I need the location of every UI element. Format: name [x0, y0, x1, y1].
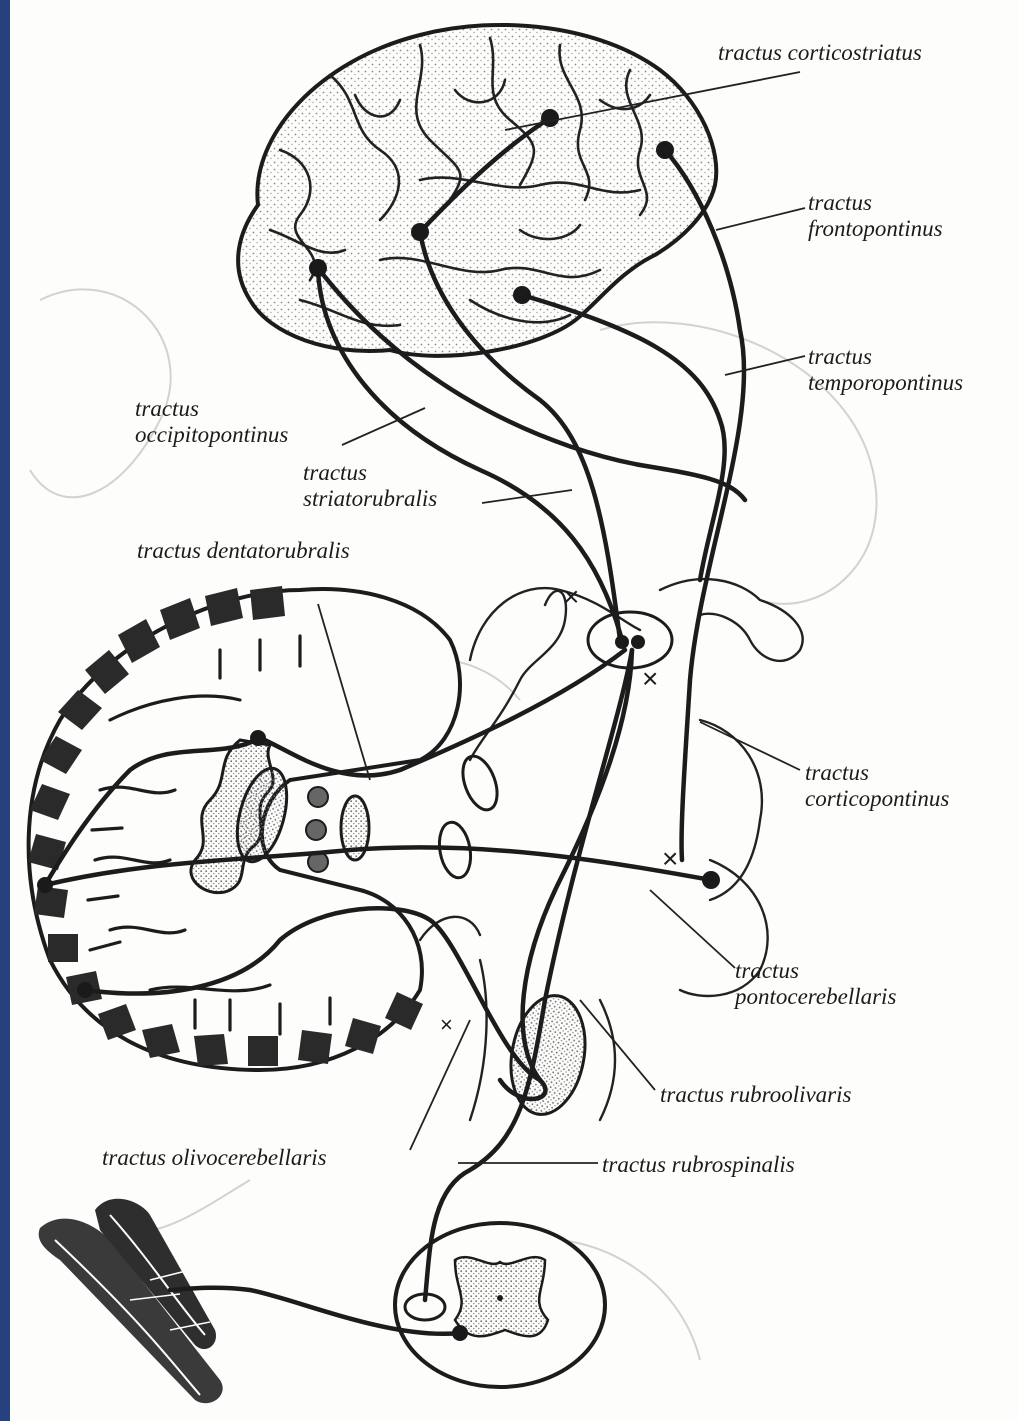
decussation-mark: × — [440, 1012, 453, 1037]
decussation-mark: × — [563, 581, 579, 612]
decussation-marks: × × × × — [440, 581, 678, 1037]
spinal-cord-section — [395, 1223, 605, 1387]
label-corticostriatus: tractus corticostriatus — [718, 40, 922, 66]
label-dentatorubralis: tractus dentatorubralis — [137, 538, 350, 564]
muscle-fibers — [39, 1199, 223, 1403]
decussation-mark: × — [662, 843, 678, 874]
label-olivocerebellaris: tractus olivocerebellaris — [102, 1145, 327, 1171]
label-rubroolivaris: tractus rubroolivaris — [660, 1082, 851, 1108]
cerebrum — [238, 25, 716, 356]
decussation-mark: × — [642, 663, 658, 694]
cerebellum — [28, 586, 460, 1070]
label-rubrospinalis: tractus rubrospinalis — [602, 1152, 795, 1178]
